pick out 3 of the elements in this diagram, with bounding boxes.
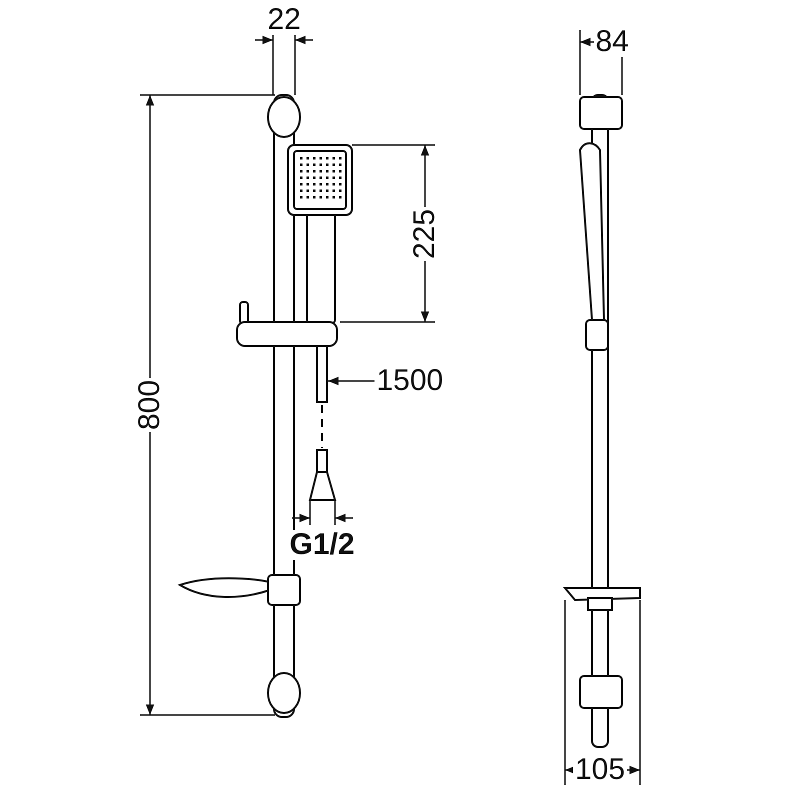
hose-segment xyxy=(316,345,328,403)
leader-line xyxy=(328,376,374,386)
dimension-label: 84 xyxy=(594,27,631,57)
